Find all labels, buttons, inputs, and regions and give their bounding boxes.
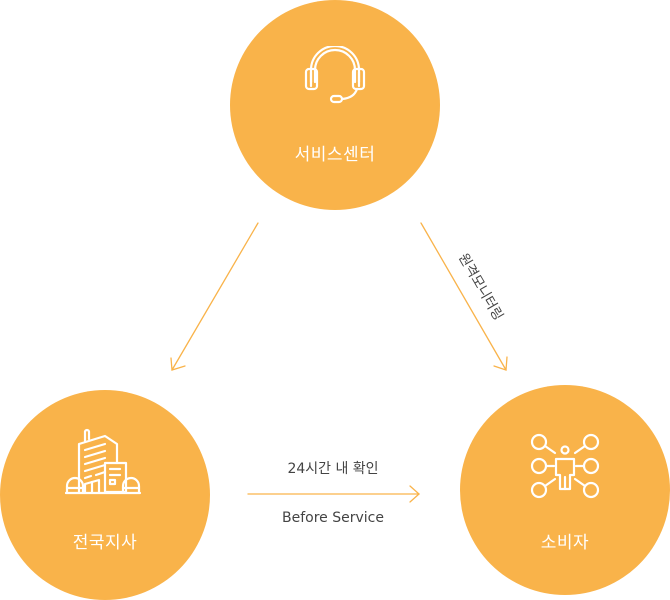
building-icon [64, 428, 145, 508]
edge-label-before-service: Before Service [282, 510, 384, 526]
node-consumer: 소비자 [460, 385, 670, 595]
node-label: 소비자 [540, 533, 590, 553]
node-label: 서비스센터 [294, 145, 376, 165]
edge-label-24h-check: 24시간 내 확인 [287, 461, 379, 477]
network-person-icon [530, 433, 600, 503]
headset-icon [302, 44, 368, 108]
arrow-branches-to-consumer [247, 485, 420, 503]
node-service-center: 서비스센터 [230, 0, 440, 210]
node-label: 전국지사 [72, 533, 138, 553]
node-branches: 전국지사 [0, 390, 210, 600]
arrow-service-to-branches [170, 222, 259, 371]
arrow-service-to-consumer [420, 222, 508, 371]
